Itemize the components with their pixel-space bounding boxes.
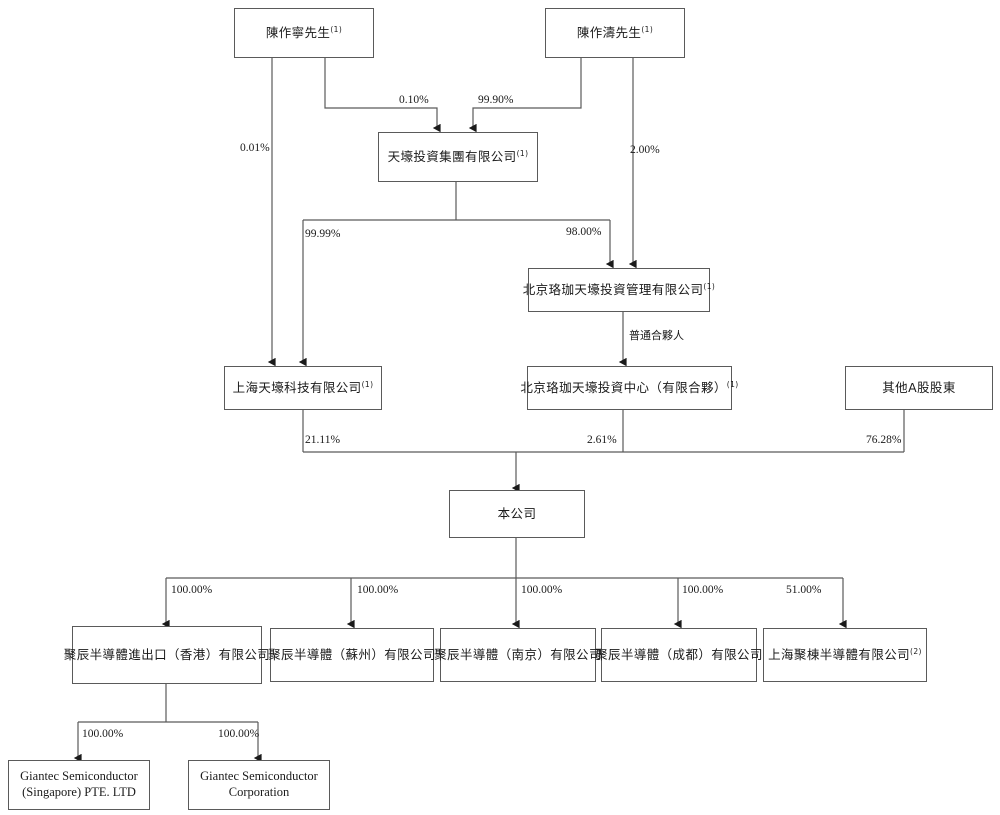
edge-label-hk-to-corporation: 100.00% <box>218 728 260 740</box>
edge-label-tianhao-to-shanghai-tech: 99.99% <box>305 228 341 240</box>
node-giantec-hk-import-export-label: 聚辰半導體進出口（香港）有限公司 <box>63 647 271 663</box>
node-giantec-chengdu[interactable]: 聚辰半導體（成都）有限公司 <box>595 628 762 682</box>
node-giantec-hk-import-export[interactable]: 聚辰半導體進出口（香港）有限公司 <box>64 626 270 684</box>
edge-label-hk-to-singapore: 100.00% <box>82 728 124 740</box>
node-beijing-luojia-tianhao-management-label: 北京珞珈天壕投資管理有限公司 <box>522 282 704 298</box>
node-chen-zuotao-label: 陳作濤先生 <box>576 25 642 41</box>
node-giantec-suzhou[interactable]: 聚辰半導體（蘇州）有限公司 <box>268 628 436 682</box>
node-giantec-corporation[interactable]: Giantec Semiconductor Corporation <box>188 760 330 810</box>
node-beijing-luojia-tianhao-management-footnote: (1) <box>703 282 716 292</box>
edge-label-company-to-chengdu: 100.00% <box>682 584 724 596</box>
edge-label-zuotao-to-luojia-management: 2.00% <box>630 144 660 156</box>
edge-label-zuoning-to-tianhao: 0.10% <box>399 94 429 106</box>
node-tianhao-investment-group-footnote: (1) <box>516 149 529 159</box>
edge-label-company-to-suzhou: 100.00% <box>357 584 399 596</box>
node-tianhao-investment-group-label: 天壕投資集團有限公司 <box>387 149 517 165</box>
node-beijing-luojia-tianhao-center-footnote: (1) <box>726 380 739 390</box>
node-chen-zuotao-footnote: (1) <box>641 25 654 35</box>
node-chen-zuoning-footnote: (1) <box>330 25 343 35</box>
node-giantec-singapore-label-line1: Giantec Semiconductor <box>20 769 138 784</box>
node-tianhao-investment-group[interactable]: 天壕投資集團有限公司(1) <box>378 132 538 182</box>
node-giantec-singapore-label-line2: (Singapore) PTE. LTD <box>22 785 136 799</box>
edge-label-other-a-to-company: 76.28% <box>866 434 902 446</box>
edge-label-center-to-company: 2.61% <box>587 434 617 446</box>
node-chen-zuoning[interactable]: 陳作寧先生(1) <box>234 8 374 58</box>
edge-label-zuotao-to-tianhao: 99.90% <box>478 94 514 106</box>
node-other-a-share-holders[interactable]: 其他A股股東 <box>845 366 993 410</box>
edge-label-company-to-judong: 51.00% <box>786 584 822 596</box>
edge-label-company-to-nanjing: 100.00% <box>521 584 563 596</box>
node-beijing-luojia-tianhao-management[interactable]: 北京珞珈天壕投資管理有限公司(1) <box>523 268 715 312</box>
node-shanghai-tianhao-technology-label: 上海天壕科技有限公司 <box>232 380 362 396</box>
node-shanghai-tianhao-technology-footnote: (1) <box>361 380 374 390</box>
node-shanghai-tianhao-technology[interactable]: 上海天壕科技有限公司(1) <box>224 366 382 410</box>
node-the-company[interactable]: 本公司 <box>449 490 585 538</box>
node-giantec-nanjing-label: 聚辰半導體（南京）有限公司 <box>434 647 602 663</box>
node-giantec-corporation-label-line2: Corporation <box>228 785 290 799</box>
node-beijing-luojia-tianhao-center-label: 北京珞珈天壕投資中心（有限合夥） <box>520 380 727 396</box>
node-giantec-corporation-label-line1: Giantec Semiconductor <box>200 769 318 784</box>
node-shanghai-judong-semiconductor-label: 上海聚棟半導體有限公司 <box>768 647 911 663</box>
node-giantec-suzhou-label: 聚辰半導體（蘇州）有限公司 <box>268 647 436 663</box>
node-chen-zuoning-label: 陳作寧先生 <box>265 25 331 41</box>
edge-label-tianhao-to-luojia-management: 98.00% <box>566 226 602 238</box>
node-giantec-chengdu-label: 聚辰半導體（成都）有限公司 <box>595 647 763 663</box>
node-other-a-share-holders-label: 其他A股股東 <box>882 380 956 396</box>
node-the-company-label: 本公司 <box>497 506 537 522</box>
edge-label-general-partner: 普通合夥人 <box>629 329 684 342</box>
node-shanghai-judong-semiconductor[interactable]: 上海聚棟半導體有限公司(2) <box>763 628 927 682</box>
node-shanghai-judong-semiconductor-footnote: (2) <box>910 647 922 657</box>
edge-label-zuoning-to-shanghai-tech: 0.01% <box>240 142 270 154</box>
node-giantec-nanjing[interactable]: 聚辰半導體（南京）有限公司 <box>434 628 601 682</box>
node-beijing-luojia-tianhao-center[interactable]: 北京珞珈天壕投資中心（有限合夥）(1) <box>520 366 738 410</box>
edge-label-company-to-hk: 100.00% <box>171 584 213 596</box>
node-chen-zuotao[interactable]: 陳作濤先生(1) <box>545 8 685 58</box>
node-giantec-singapore[interactable]: Giantec Semiconductor (Singapore) PTE. L… <box>8 760 150 810</box>
edge-label-shanghai-tech-to-company: 21.11% <box>305 434 341 446</box>
